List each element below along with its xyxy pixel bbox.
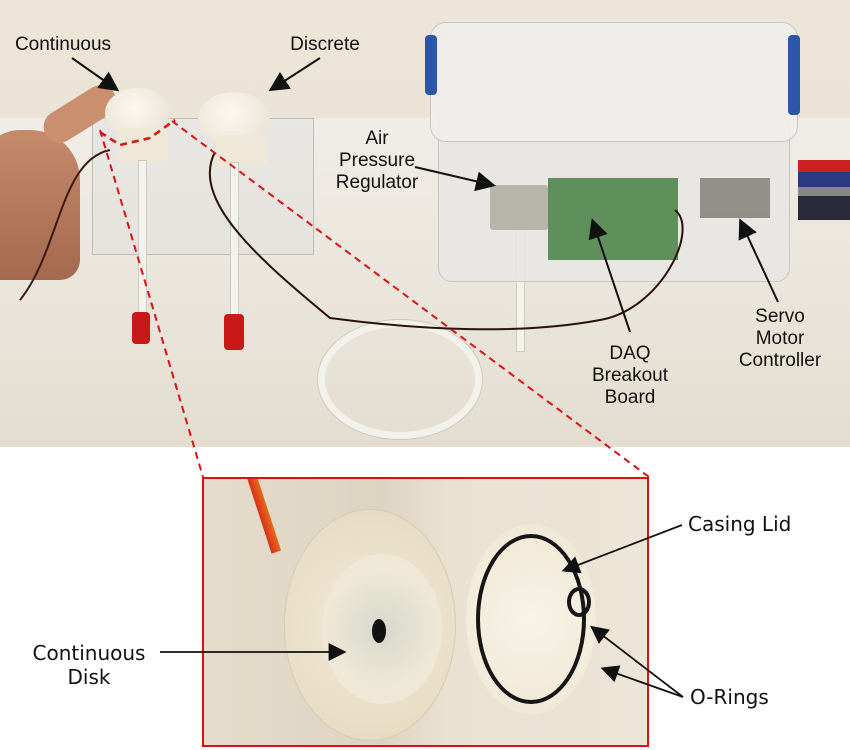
callout-line-left (99, 129, 204, 478)
continuous-disk-label: Continuous Disk (24, 641, 154, 689)
label-line: Board (604, 387, 656, 408)
label-line: Pressure (338, 150, 416, 171)
o-rings-label: O-Rings (690, 685, 769, 709)
continuous-arrow (71, 57, 120, 92)
lid-clip-left (425, 35, 437, 95)
label-line: Servo (755, 306, 805, 327)
air-pressure-regulator-label: Air Pressure Regulator (322, 128, 432, 194)
setup-photo (0, 0, 850, 447)
label-line: DAQ (609, 343, 651, 364)
zoom-inset (202, 477, 649, 747)
large-o-ring (476, 534, 586, 704)
servo-wire-discrete (208, 151, 684, 331)
label-line: Controller (738, 350, 822, 371)
discrete-arrow (268, 57, 321, 92)
o-ring-small-arrow (590, 625, 684, 698)
lid-clip-right (788, 35, 800, 115)
o-ring-large-arrow (600, 665, 684, 698)
continuous-pump-base (118, 128, 168, 163)
container-lid (430, 22, 798, 142)
label-line: Motor (755, 328, 805, 349)
casing-lid-arrow (561, 524, 683, 574)
label-line: Breakout (591, 365, 669, 386)
daq-breakout-board-label: DAQ Breakout Board (575, 343, 685, 409)
continuous-tube-connector (132, 312, 150, 344)
discrete-pump-label: Discrete (290, 34, 360, 55)
disk-hub (372, 619, 386, 643)
air-pressure-regulator-arrow (414, 166, 496, 192)
servo-wire-continuous (19, 149, 111, 301)
label-line: Air (365, 128, 389, 149)
continuous-pump-label: Continuous (14, 34, 112, 55)
label-line: Regulator (335, 172, 419, 193)
air-pressure-regulator (490, 185, 548, 230)
daq-breakout-board (548, 178, 678, 260)
callout-outline-top (99, 118, 176, 147)
hand (0, 130, 80, 280)
label-line: Continuous (32, 641, 146, 665)
daq-breakout-board-arrow (588, 218, 631, 333)
servo-motor-controller-label: Servo Motor Controller (725, 306, 835, 372)
servo-motor-controller-arrow (738, 218, 779, 303)
external-cables (798, 160, 850, 220)
coiled-tubing (318, 320, 482, 439)
label-line: Disk (67, 665, 111, 689)
callout-line-right (171, 120, 650, 478)
servo-motor-controller (700, 178, 770, 218)
casing-lid-label: Casing Lid (688, 512, 792, 536)
discrete-tube-connector (224, 314, 244, 350)
small-o-ring (567, 587, 591, 617)
